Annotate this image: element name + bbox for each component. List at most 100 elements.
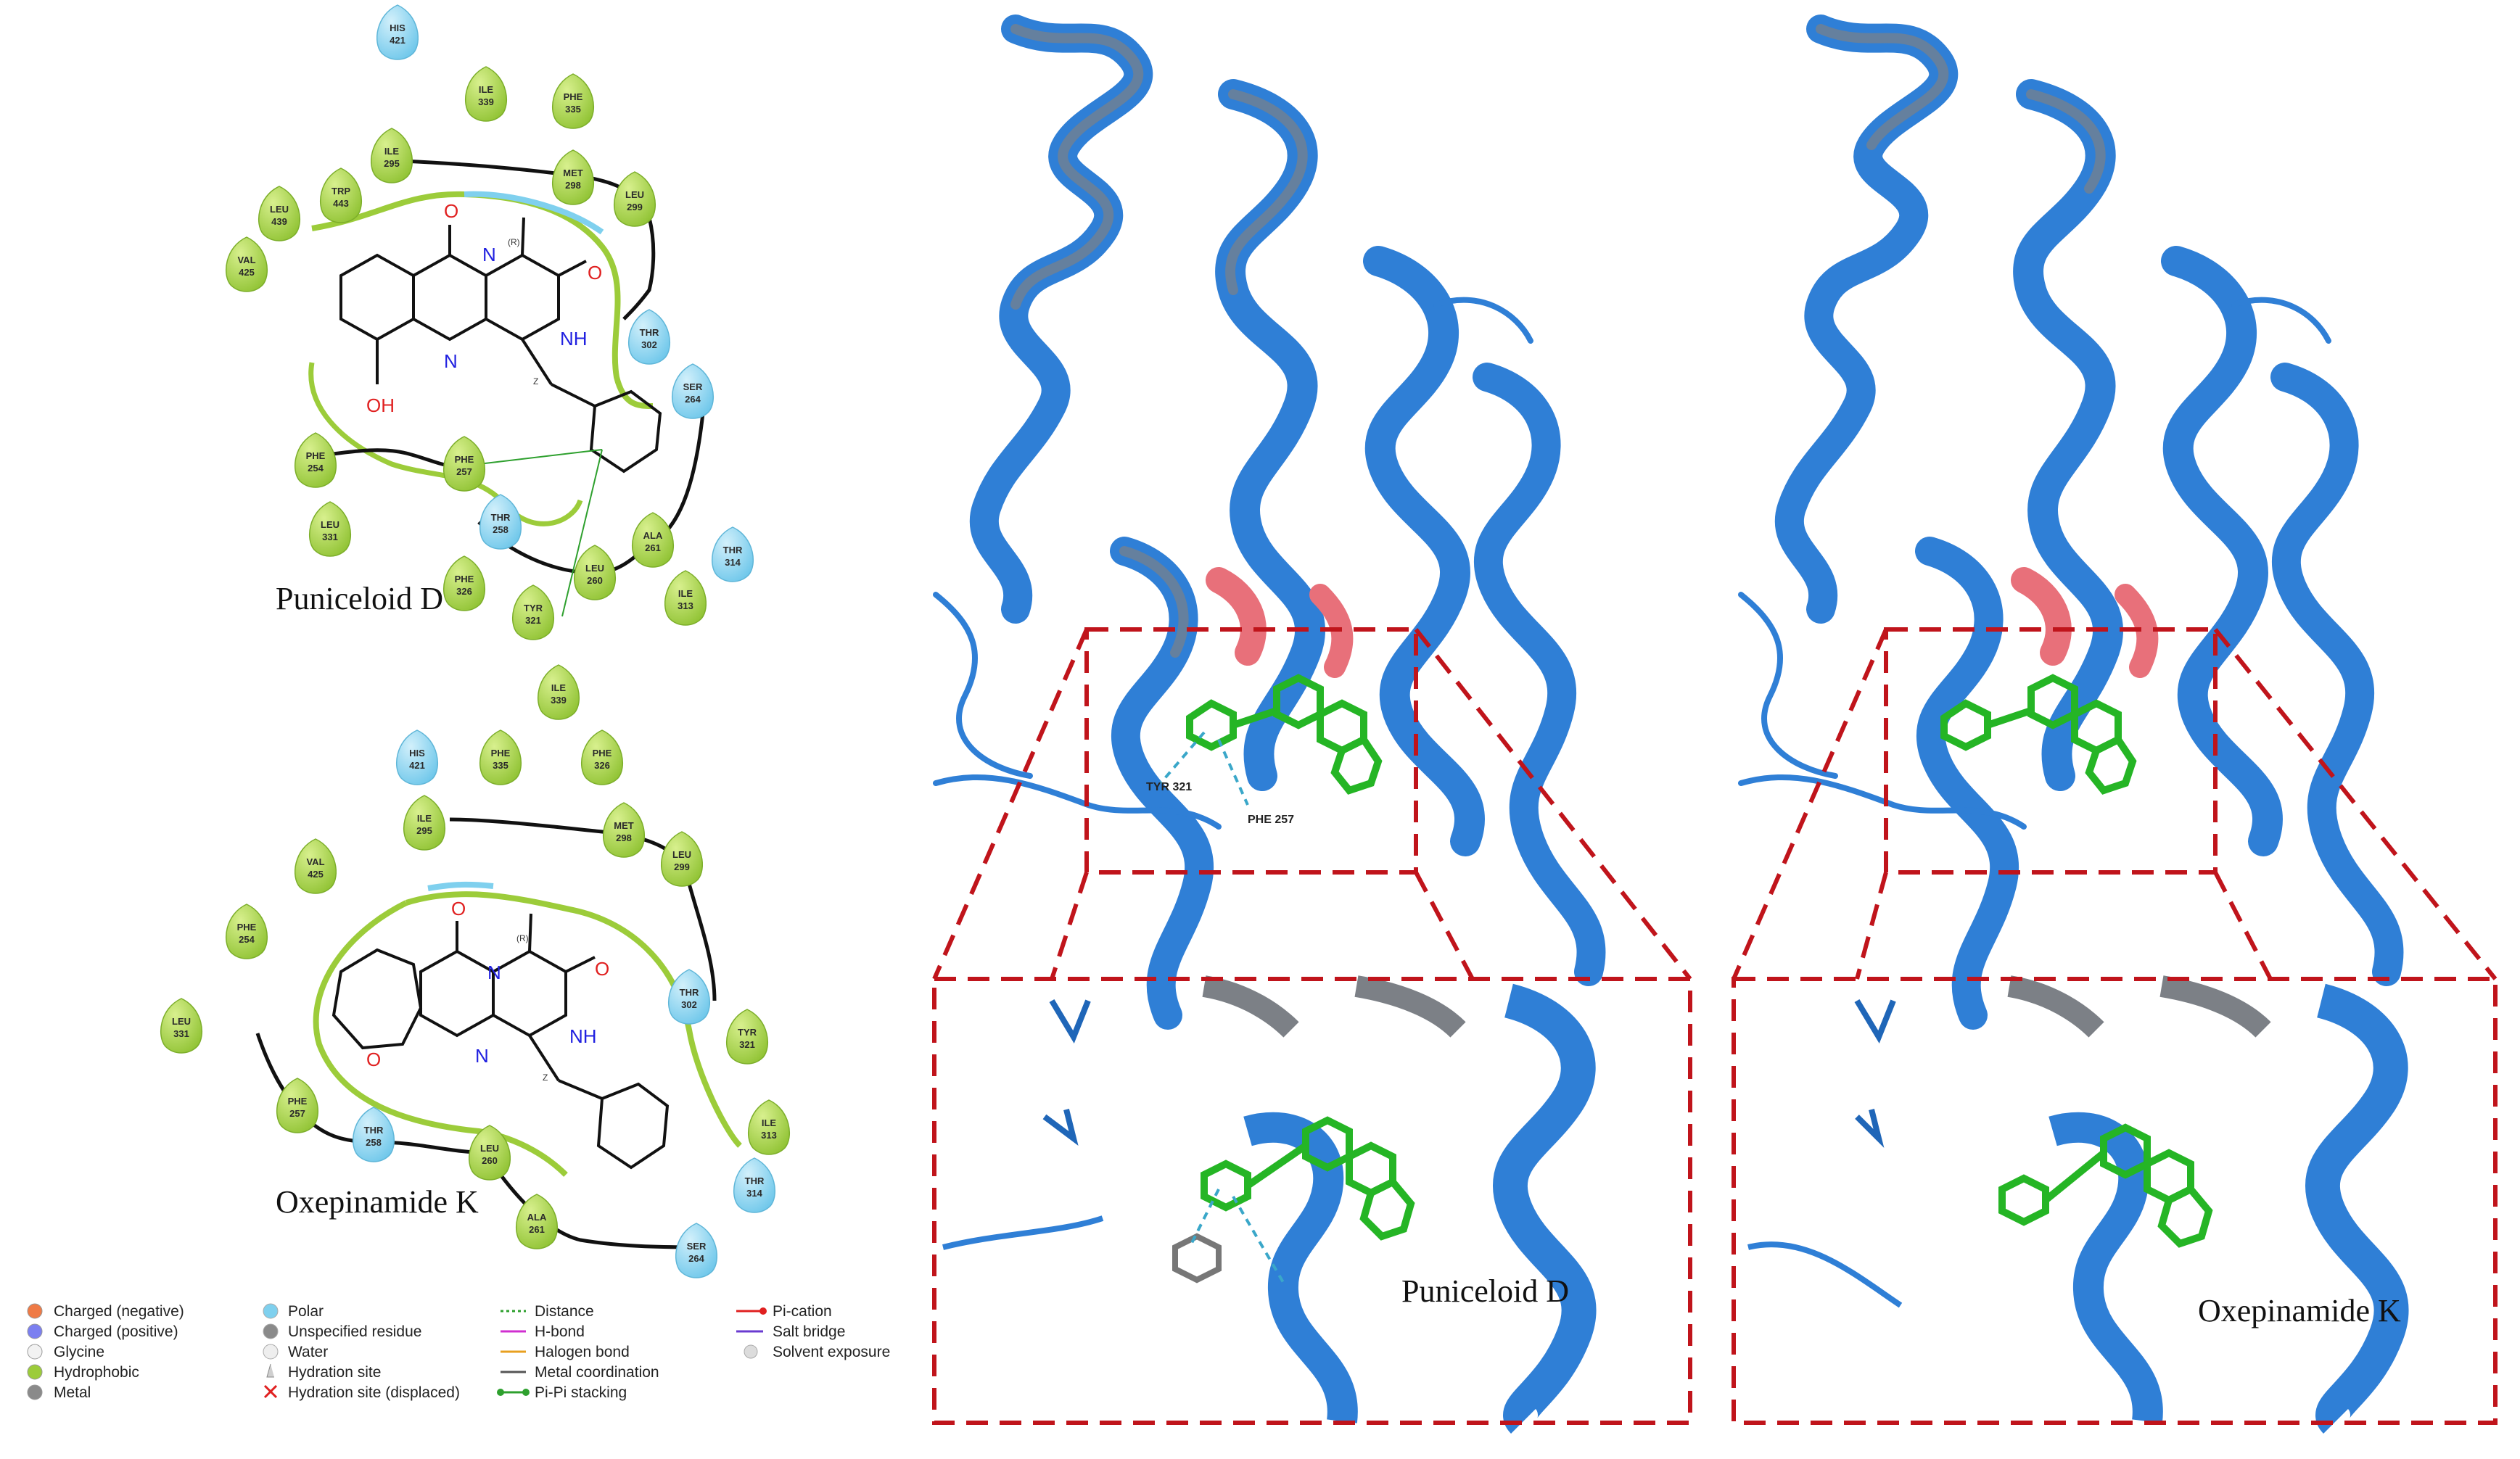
legend-item: Metal	[27, 1384, 91, 1401]
residue-number: 258	[493, 524, 508, 535]
helix-ribbon	[969, 15, 1153, 624]
pocket-outline	[405, 891, 742, 1148]
atom-label: N	[482, 244, 496, 265]
residue-name: ILE	[417, 813, 432, 824]
legend: Charged (negative)Charged (positive)Glyc…	[27, 1303, 890, 1401]
atom-label: O	[366, 1049, 381, 1070]
legend-item: Glycine	[27, 1344, 104, 1360]
stereo-label: Z	[543, 1072, 548, 1083]
residue-name: VAL	[237, 255, 255, 265]
strand-arrow	[1854, 999, 1896, 1043]
ligand-3d	[1186, 674, 1383, 795]
panel-title: Oxepinamide K	[276, 1184, 479, 1220]
residue-number: 425	[308, 869, 324, 880]
atom-label: O	[444, 200, 458, 222]
strand-arrow	[1855, 1109, 1885, 1149]
legend-item: Hydration site	[266, 1363, 381, 1381]
atom-label: O	[595, 958, 609, 980]
pocket-outline-polar	[464, 191, 604, 235]
pi-pi-stacking-line	[1159, 731, 1206, 785]
residue-name: TRP	[332, 186, 350, 197]
helix-ribbon	[1119, 546, 1189, 658]
helix-ribbon	[1010, 24, 1144, 310]
residue-name: MET	[563, 168, 583, 178]
residue-number: 295	[416, 825, 432, 836]
zoom-frame	[1732, 977, 2498, 1425]
residue-number: 302	[641, 339, 657, 350]
svg-text:Solvent exposure: Solvent exposure	[773, 1344, 890, 1360]
residue-name: LEU	[172, 1016, 191, 1027]
helix-ribbon	[1492, 983, 1597, 1434]
atom-label: O	[451, 898, 466, 919]
residue-name: ILE	[551, 682, 567, 693]
helix-ribbon	[1816, 24, 1949, 150]
residue-number: 321	[739, 1039, 755, 1050]
structure-panel-right: Oxepinamide K	[1732, 15, 2498, 1434]
residue-number: 321	[525, 615, 541, 626]
svg-text:Glycine: Glycine	[54, 1344, 104, 1360]
residue-number: 421	[390, 35, 405, 46]
structure-panel-left: TYR 321 PHE 257	[932, 15, 1692, 1434]
residue-number: 339	[551, 695, 567, 706]
loop	[933, 592, 1033, 779]
residue-name: ILE	[678, 588, 693, 599]
residue-name: LEU	[625, 189, 644, 200]
svg-text:H-bond: H-bond	[535, 1323, 585, 1340]
helix-ribbon	[1202, 975, 1299, 1038]
zoom-projection-line	[2213, 628, 2498, 980]
svg-text:Hydration site (displaced): Hydration site (displaced)	[288, 1384, 460, 1401]
residue-number: 295	[384, 158, 400, 169]
legend-item: Charged (negative)	[27, 1303, 184, 1320]
svg-text:Water: Water	[288, 1344, 328, 1360]
svg-text:Halogen bond: Halogen bond	[535, 1344, 630, 1360]
residue-number: 326	[594, 760, 610, 771]
residue-name: THR	[364, 1125, 384, 1136]
atom-label: O	[588, 262, 602, 284]
residue-name: PHE	[455, 574, 474, 584]
ligand-3d	[1940, 674, 2137, 795]
zoom-region-box	[1884, 627, 2218, 875]
strand-red	[2115, 584, 2159, 678]
stereo-label: Z	[533, 376, 538, 387]
interaction-panel-oxepinamide-k: O O O N N NH (R) Z ILE339HIS421PHE335PHE…	[160, 664, 790, 1278]
strand-arrow	[1049, 999, 1091, 1043]
residue-number: 257	[456, 466, 472, 477]
residue-name: PHE	[455, 454, 474, 465]
helix-ribbon	[2159, 975, 2271, 1038]
helix-ribbon	[1363, 246, 1485, 856]
residue-name: PHE	[593, 748, 612, 759]
svg-text:Salt bridge: Salt bridge	[773, 1323, 845, 1340]
atom-label: N	[475, 1045, 489, 1067]
zoom-region-box	[1084, 627, 1418, 875]
ligand-oxepinamide-k	[332, 913, 670, 1170]
loop	[942, 1215, 1104, 1250]
zoom-projection-line	[1050, 872, 1089, 980]
helix-ribbon	[2007, 975, 2104, 1038]
pi-pi-stacking-line	[478, 449, 603, 465]
residue-number: 260	[482, 1155, 498, 1166]
svg-text:Hydrophobic: Hydrophobic	[54, 1364, 139, 1381]
legend-item: Halogen bond	[501, 1344, 630, 1360]
residue-name: SER	[687, 1241, 707, 1252]
legend-item: H-bond	[501, 1323, 585, 1340]
panel-title: Puniceloid D	[276, 581, 443, 616]
legend-item: Hydrophobic	[27, 1364, 139, 1381]
